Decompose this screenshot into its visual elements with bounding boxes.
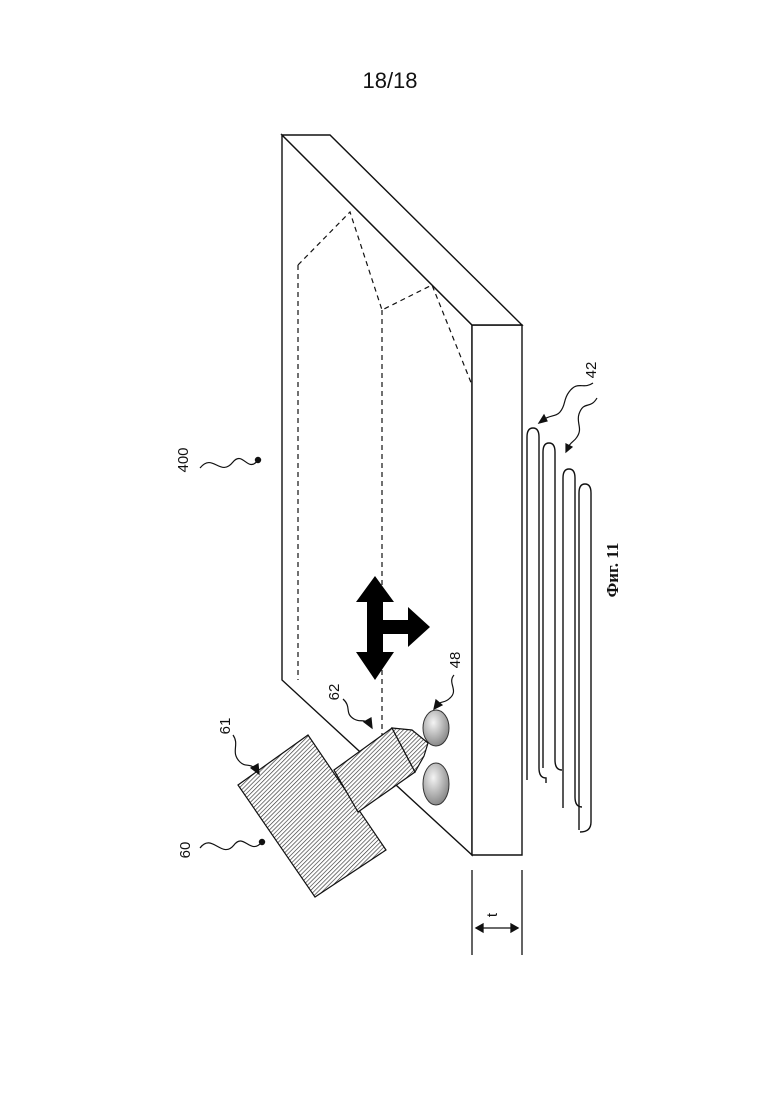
wires (527, 428, 591, 832)
label-plate: 400 (175, 447, 192, 472)
label-tool: 60 (177, 842, 194, 859)
thickness-dimension (472, 870, 522, 955)
label-pads: 48 (447, 652, 464, 669)
label-tool-head: 61 (217, 718, 234, 735)
pad-2 (423, 763, 449, 805)
wire-2 (543, 443, 562, 770)
label-thickness: t (484, 912, 501, 917)
tool (238, 728, 428, 897)
figure-caption: Фиг. 11 (603, 543, 622, 598)
label-tool-tip: 62 (326, 684, 343, 701)
pad-1 (423, 710, 449, 746)
wire-4 (579, 484, 591, 832)
plate-side-face (472, 325, 522, 855)
label-wires: 42 (583, 362, 600, 379)
